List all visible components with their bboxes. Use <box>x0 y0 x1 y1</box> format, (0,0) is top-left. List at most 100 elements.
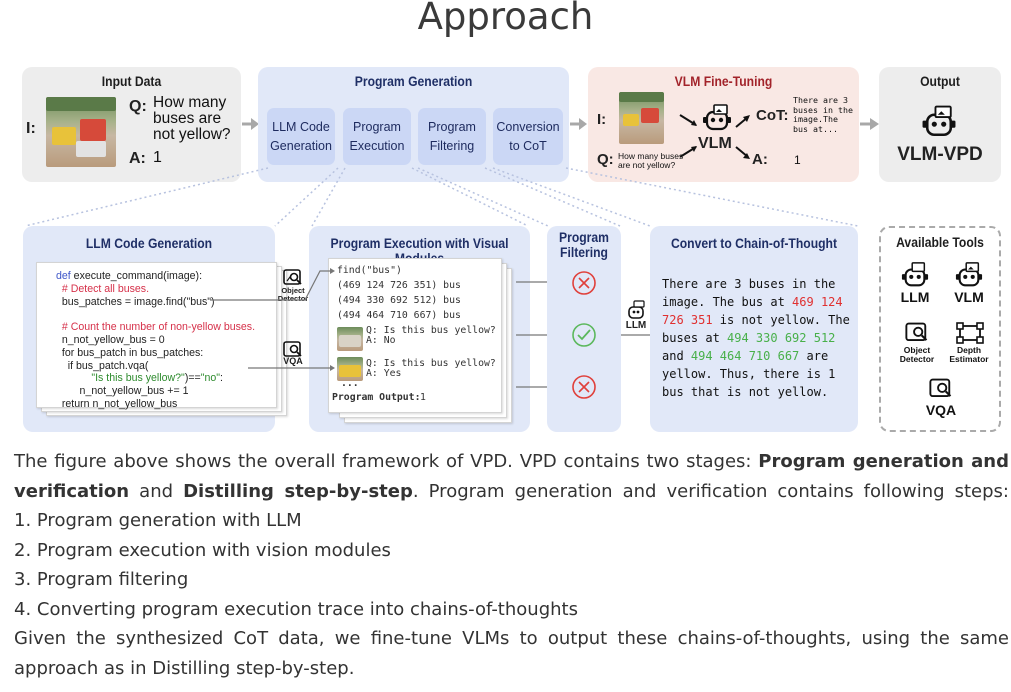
answer-text: 1 <box>153 149 162 166</box>
bbox-line: (494 330 692 512) bus <box>337 295 461 306</box>
step-program-execution: Program Execution <box>343 108 411 165</box>
caption-text: and <box>129 480 184 502</box>
bbox-line: (494 464 710 667) bus <box>337 310 461 321</box>
flow-arrows <box>210 268 657 390</box>
check-icon <box>572 323 596 347</box>
question-text: How many buses are not yellow? <box>153 94 231 143</box>
vqa-icon <box>929 378 952 398</box>
caption-text: The figure above shows the overall frame… <box>14 451 759 472</box>
bus-photo <box>46 97 116 167</box>
program-generation-title: Program Generation <box>354 74 473 89</box>
robot-icon <box>922 105 956 137</box>
caption: The figure above shows the overall frame… <box>14 447 1009 683</box>
caption-para1: The figure above shows the overall frame… <box>14 447 1009 506</box>
cot-line: yellow. Thus, there is 1 <box>662 367 836 381</box>
program-output-label: Program Output: <box>332 392 421 403</box>
vqa-label: VQA <box>283 356 303 366</box>
answer-label: A: <box>129 150 146 167</box>
cot-line: 726 351 is not yellow. The <box>662 313 850 327</box>
code-line: # Count the number of non-yellow buses. <box>56 321 256 334</box>
output-model-name: VLM-VPD <box>897 144 983 165</box>
step-program-filtering: Program Filtering <box>418 108 486 165</box>
answer-label: A: <box>752 151 768 168</box>
caption-bold: Distilling step-by-step <box>183 480 413 502</box>
vqa-question: Q: Is this bus yellow? <box>366 358 496 369</box>
tool-vlm: VLM <box>954 289 984 305</box>
cot-line: and 494 464 710 667 are <box>662 349 829 363</box>
step-conversion-to-cot: Conversion to CoT <box>493 108 563 165</box>
program-generation-panel: Program Generation LLM Code Generation P… <box>258 67 569 182</box>
image-label: I: <box>26 120 36 137</box>
input-data-panel: Input Data I: Q: How many buses are not … <box>22 67 241 182</box>
convert-to-cot-panel: Convert to Chain-of-Thought <box>650 226 858 432</box>
cot-line: There are 3 buses in the <box>662 277 836 291</box>
cot-line: image. The bus at 469 124 <box>662 295 843 309</box>
program-output-value: 1 <box>420 392 426 403</box>
vqa-answer: A: Yes <box>366 368 402 379</box>
arrow-icon <box>860 118 879 130</box>
output-panel: Output VLM-VPD <box>879 67 1001 182</box>
finetuning-title: VLM Fine-Tuning <box>674 74 773 89</box>
cot-text: There are 3 buses in the image. The bus a… <box>662 275 850 401</box>
code-panel-title: LLM Code Generation <box>85 236 213 251</box>
caption-step: 4. Converting program execution trace in… <box>14 598 578 620</box>
page-title: Approach <box>417 0 594 38</box>
llm-icon <box>628 300 645 319</box>
vqa-answer: A: No <box>366 335 396 346</box>
code-line: def execute_command(image): <box>56 270 203 282</box>
caption-step: 2. Program execution with vision modules <box>14 539 391 561</box>
vlm-label: VLM <box>698 135 732 152</box>
code-line: return n_not_yellow_bus <box>56 397 178 410</box>
bus-photo <box>619 92 664 144</box>
step-llm-code-generation: LLM Code Generation <box>267 108 335 165</box>
cross-icon <box>572 271 596 295</box>
cot-line: buses at 494 330 692 512 <box>662 331 836 345</box>
caption-step: 1. Program generation with LLM <box>14 510 302 531</box>
cot-snippet: There are 3 buses in the image.The bus a… <box>793 95 853 134</box>
depth-estimator-icon <box>956 322 984 344</box>
code-line: bus_patches = image.find("bus") <box>56 295 215 308</box>
find-call: find("bus") <box>337 265 402 276</box>
bus-crop-thumbnail <box>337 327 363 351</box>
available-tools-panel: Available Tools <box>879 226 1001 432</box>
connector-lines <box>24 167 859 227</box>
tool-vqa: VQA <box>925 402 957 418</box>
cot-label: CoT: <box>756 107 789 124</box>
answer-text: 1 <box>794 153 801 167</box>
code-sheet <box>36 262 277 408</box>
code-block: def execute_command(image): # Detect all… <box>56 270 255 411</box>
code-line: # Detect all buses. <box>56 282 150 295</box>
bbox-line: (469 124 726 351) bus <box>337 280 461 291</box>
filter-panel-title: Program Filtering <box>559 230 609 260</box>
image-label: I: <box>597 111 607 128</box>
cot-line: bus that is not yellow. <box>662 385 829 399</box>
output-title: Output <box>920 74 960 89</box>
tools-panel-title: Available Tools <box>896 235 984 250</box>
cot-panel-title: Convert to Chain-of-Thought <box>670 236 838 251</box>
caption-bold: Program generation and verification <box>14 451 1009 502</box>
caption-text: . Program generation and verification co… <box>412 480 1010 502</box>
vqa-question: Q: Is this bus yellow? <box>366 325 496 336</box>
code-line: "Is this bus yellow?")=="no": <box>91 372 223 385</box>
caption-final: Given the synthesized CoT data, we fine-… <box>14 628 1009 679</box>
robot-icon <box>703 104 731 131</box>
arrows-icon <box>679 114 750 159</box>
vlm-finetuning-panel: VLM Fine-Tuning I: Q: How many buses are… <box>588 67 859 182</box>
arrow-icon <box>242 118 259 130</box>
object-detector-icon <box>283 269 302 285</box>
code-line: if bus_patch.vqa( <box>56 359 149 372</box>
ellipsis: ... <box>341 378 359 389</box>
question-label: Q: <box>129 98 147 115</box>
code-line: for bus_patch in bus_patches: <box>56 346 204 359</box>
tool-depth-estimator: Depth Estimator <box>949 345 989 364</box>
llm-label: LLM <box>625 320 647 331</box>
question-text: How many buses are not yellow? <box>618 151 684 170</box>
object-detector-icon <box>905 322 928 342</box>
cross-icon <box>572 375 596 399</box>
vqa-icon <box>283 341 302 357</box>
question-label: Q: <box>597 151 614 168</box>
arrow-icon <box>570 118 587 130</box>
object-detector-label: Object Detector <box>277 286 309 303</box>
bus-crop-thumbnail <box>337 357 363 381</box>
input-data-title: Input Data <box>101 74 162 89</box>
